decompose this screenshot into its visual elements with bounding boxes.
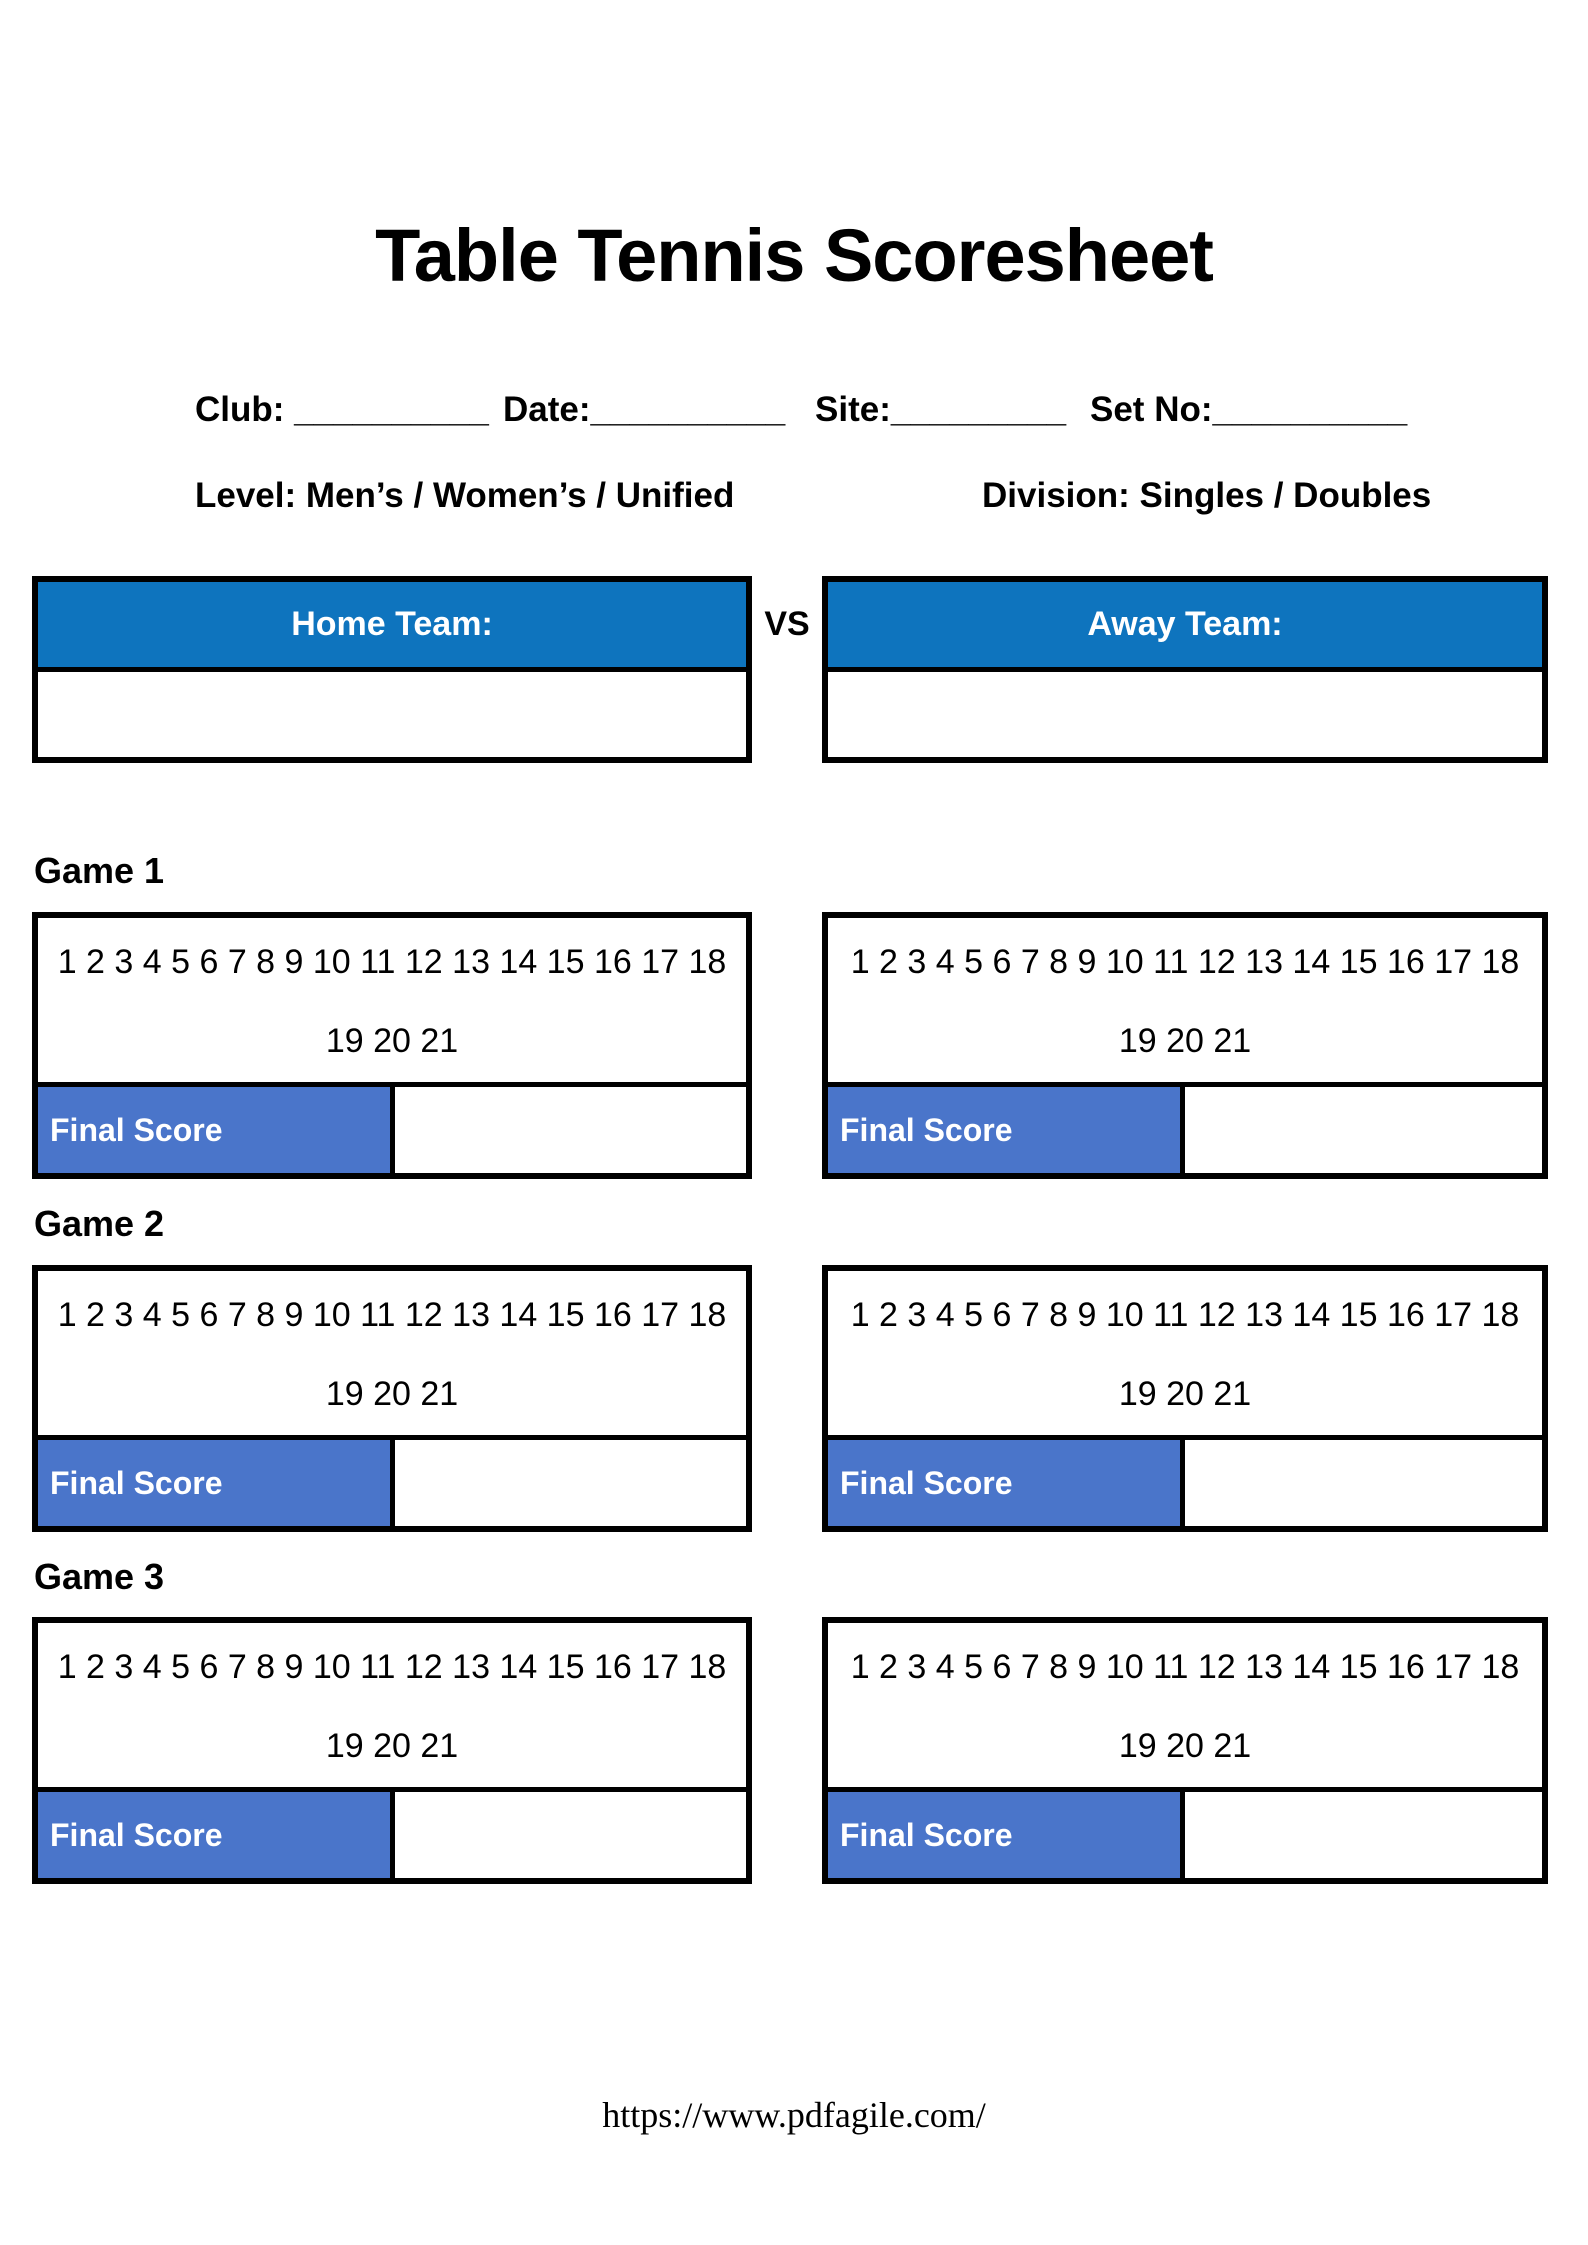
vs-label: VS	[764, 605, 810, 643]
away-team-box: Away Team:	[822, 576, 1548, 763]
game-3-away-points-grid: 1 2 3 4 5 6 7 8 9 10 11 12 13 14 15 16 1…	[828, 1623, 1542, 1792]
game-1-label: Game 1	[34, 850, 165, 891]
level-label: Level: Men’s / Women’s / Unified	[195, 476, 735, 515]
points-row-19-21: 19 20 21	[325, 1726, 459, 1765]
date-field: Date:__________	[503, 390, 786, 429]
game-2-home-final-score-label: Final Score	[38, 1440, 395, 1526]
division-label: Division: Singles / Doubles	[982, 476, 1432, 515]
game-3-away-final-score-box[interactable]	[1185, 1792, 1542, 1878]
points-row-1-18: 1 2 3 4 5 6 7 8 9 10 11 12 13 14 15 16 1…	[850, 943, 1520, 981]
game-2-away-points-grid: 1 2 3 4 5 6 7 8 9 10 11 12 13 14 15 16 1…	[828, 1271, 1542, 1440]
game-1-away-points-grid: 1 2 3 4 5 6 7 8 9 10 11 12 13 14 15 16 1…	[828, 918, 1542, 1087]
game-2-away-final-score-label: Final Score	[828, 1440, 1185, 1526]
points-row-1-18: 1 2 3 4 5 6 7 8 9 10 11 12 13 14 15 16 1…	[850, 1296, 1520, 1334]
game-3-away-final-score-label: Final Score	[828, 1792, 1185, 1878]
game-3-home-points-grid: 1 2 3 4 5 6 7 8 9 10 11 12 13 14 15 16 1…	[38, 1623, 746, 1792]
game-3-away-table: 1 2 3 4 5 6 7 8 9 10 11 12 13 14 15 16 1…	[822, 1617, 1548, 1884]
game-2-home-table: 1 2 3 4 5 6 7 8 9 10 11 12 13 14 15 16 1…	[32, 1265, 752, 1532]
away-team-header: Away Team:	[828, 582, 1542, 672]
home-team-name-box[interactable]	[38, 672, 746, 757]
points-row-19-21: 19 20 21	[1118, 1374, 1252, 1413]
points-row-19-21: 19 20 21	[1118, 1726, 1252, 1765]
home-team-box: Home Team:	[32, 576, 752, 763]
game-2-home-points-grid: 1 2 3 4 5 6 7 8 9 10 11 12 13 14 15 16 1…	[38, 1271, 746, 1440]
points-row-19-21: 19 20 21	[1118, 1021, 1252, 1060]
game-3-home-table: 1 2 3 4 5 6 7 8 9 10 11 12 13 14 15 16 1…	[32, 1617, 752, 1884]
game-3-home-final-score-box[interactable]	[395, 1792, 746, 1878]
points-row-19-21: 19 20 21	[325, 1374, 459, 1413]
game-2-home-final-score-box[interactable]	[395, 1440, 746, 1526]
page-title: Table Tennis Scoresheet	[375, 214, 1214, 297]
game-1-away-final-score-box[interactable]	[1185, 1087, 1542, 1173]
club-field: Club: __________	[195, 390, 489, 429]
home-team-header: Home Team:	[38, 582, 746, 672]
game-2-away-table: 1 2 3 4 5 6 7 8 9 10 11 12 13 14 15 16 1…	[822, 1265, 1548, 1532]
game-2-label: Game 2	[34, 1203, 165, 1244]
footer-url: https://www.pdfagile.com/	[602, 2095, 986, 2135]
game-3-label: Game 3	[34, 1556, 165, 1597]
game-1-home-final-score-box[interactable]	[395, 1087, 746, 1173]
points-row-19-21: 19 20 21	[325, 1021, 459, 1060]
points-row-1-18: 1 2 3 4 5 6 7 8 9 10 11 12 13 14 15 16 1…	[57, 1296, 727, 1334]
set-no-field: Set No:__________	[1090, 390, 1408, 429]
game-2-away-final-score-box[interactable]	[1185, 1440, 1542, 1526]
game-1-home-points-grid: 1 2 3 4 5 6 7 8 9 10 11 12 13 14 15 16 1…	[38, 918, 746, 1087]
game-1-home-table: 1 2 3 4 5 6 7 8 9 10 11 12 13 14 15 16 1…	[32, 912, 752, 1179]
site-field: Site:_________	[815, 390, 1067, 429]
points-row-1-18: 1 2 3 4 5 6 7 8 9 10 11 12 13 14 15 16 1…	[850, 1648, 1520, 1686]
away-team-name-box[interactable]	[828, 672, 1542, 757]
game-1-home-final-score-label: Final Score	[38, 1087, 395, 1173]
points-row-1-18: 1 2 3 4 5 6 7 8 9 10 11 12 13 14 15 16 1…	[57, 1648, 727, 1686]
points-row-1-18: 1 2 3 4 5 6 7 8 9 10 11 12 13 14 15 16 1…	[57, 943, 727, 981]
game-1-away-final-score-label: Final Score	[828, 1087, 1185, 1173]
game-3-home-final-score-label: Final Score	[38, 1792, 395, 1878]
game-1-away-table: 1 2 3 4 5 6 7 8 9 10 11 12 13 14 15 16 1…	[822, 912, 1548, 1179]
